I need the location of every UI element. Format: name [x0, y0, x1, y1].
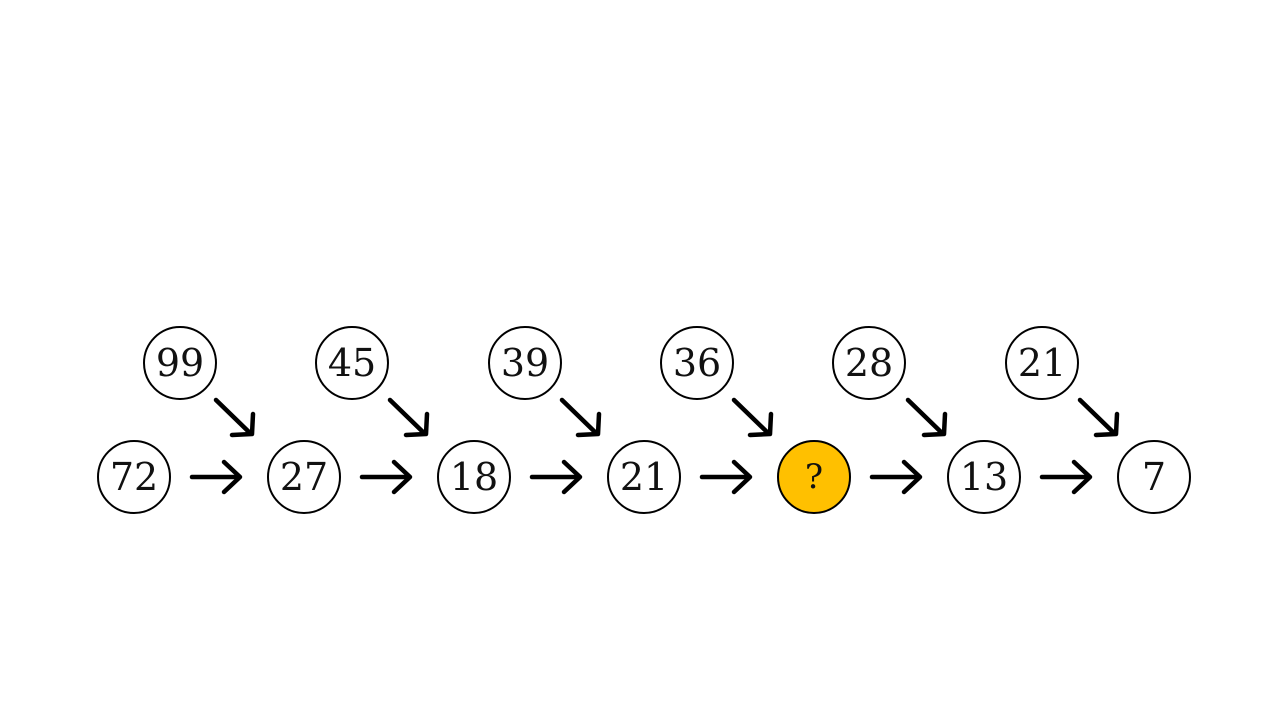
top-node-2: 45 [315, 326, 389, 400]
unknown-node: ? [777, 440, 851, 514]
bottom-node-3: 18 [437, 440, 511, 514]
diagonal-arrow-icon [213, 397, 1120, 438]
bottom-node-4: 21 [607, 440, 681, 514]
bottom-node-6: 13 [947, 440, 1021, 514]
bottom-node-2: 27 [267, 440, 341, 514]
bottom-node-1: 72 [97, 440, 171, 514]
top-node-1: 99 [143, 326, 217, 400]
bottom-node-7: 7 [1117, 440, 1191, 514]
right-arrow-icon [189, 459, 1093, 495]
top-node-5: 28 [832, 326, 906, 400]
top-node-4: 36 [660, 326, 734, 400]
top-node-3: 39 [488, 326, 562, 400]
top-node-6: 21 [1005, 326, 1079, 400]
